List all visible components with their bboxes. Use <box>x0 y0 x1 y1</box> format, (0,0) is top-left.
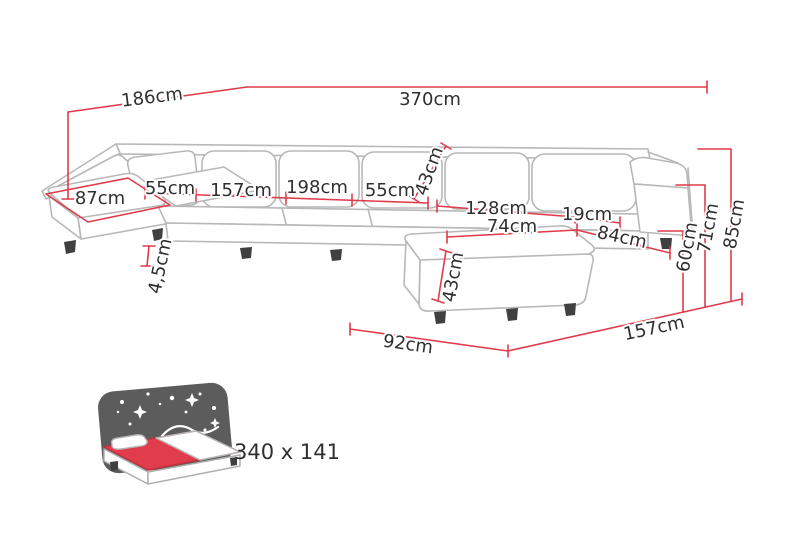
dimension-label-left-seat-depth: 55cm <box>145 178 195 199</box>
sofa-leg <box>660 238 672 249</box>
dimension-label-chaise-front: 92cm <box>382 331 435 359</box>
dimension-label-center-seat-depth: 55cm <box>365 180 415 201</box>
sofa-outline <box>41 143 694 324</box>
left-armrest-side <box>48 195 82 240</box>
back-cushion <box>531 153 637 212</box>
sofa-leg <box>240 247 252 259</box>
sofa-leg <box>506 308 518 321</box>
bed-base-front <box>147 454 241 485</box>
folded-sheet <box>155 430 241 461</box>
seat-seam <box>281 207 287 225</box>
sofa-leg <box>330 249 342 261</box>
dimension-label-center-section: 198cm <box>286 177 348 198</box>
star-sparkle-icon <box>210 418 220 428</box>
right-armrest-edge <box>687 167 694 237</box>
chaise-front <box>418 253 594 312</box>
right-armrest-front <box>633 183 693 237</box>
bed-pillow <box>110 434 148 450</box>
dimension-line-chaise-height <box>437 250 447 302</box>
bed-leg <box>230 457 237 466</box>
sleeping-function-icon: 340 x 141 <box>98 382 340 485</box>
dimension-label-left-armrest: 87cm <box>75 188 125 209</box>
dimension-line-back-cushion-height <box>413 145 447 200</box>
sofa-leg <box>64 240 76 254</box>
right-armrest-top <box>629 156 689 189</box>
back-right-connector <box>647 151 679 164</box>
dimension-line-right-depth <box>576 229 671 254</box>
dimension-quad-left-armrest <box>45 177 171 223</box>
star-sparkle-icon <box>133 405 147 419</box>
bed-frame <box>103 448 241 485</box>
dimension-label-total-width: 370cm <box>399 89 461 110</box>
dimension-line-armrest-width <box>574 216 621 224</box>
star-sparkle-icon <box>185 393 199 407</box>
tick <box>431 298 445 304</box>
dimension-label-chaise-top: 74cm <box>487 216 537 237</box>
dimension-lines <box>45 80 743 358</box>
bed-leg <box>110 461 118 471</box>
stars <box>116 392 220 432</box>
sofa-leg <box>152 228 163 241</box>
dimension-label-depth-left: 186cm <box>120 83 184 111</box>
dimension-label-armrest-width: 19cm <box>562 204 612 225</box>
open-blanket-lines <box>160 425 220 438</box>
dimension-label-right-total-depth: 157cm <box>622 312 687 345</box>
dimension-line-leg-height <box>146 245 150 267</box>
tick <box>440 142 452 150</box>
dimension-line-right-section <box>436 205 576 218</box>
dimension-label-right-section: 128cm <box>465 198 527 219</box>
back-cushion <box>361 151 443 209</box>
back-cushion <box>444 152 530 210</box>
sleeping-area-label: 340 x 141 <box>234 440 340 464</box>
tick <box>408 195 420 203</box>
dimension-line-depth-left <box>67 86 248 113</box>
dimension-line-chaise-top <box>446 229 578 238</box>
dimension-label-left-section: 157cm <box>210 180 272 201</box>
back-cushion <box>278 150 360 208</box>
tick <box>439 248 453 254</box>
sofa-leg <box>564 303 576 316</box>
dimension-label-total-height: 85cm <box>720 197 749 250</box>
seat-seam <box>367 208 373 226</box>
chaise-side <box>403 240 421 305</box>
sofa-leg <box>434 311 446 324</box>
